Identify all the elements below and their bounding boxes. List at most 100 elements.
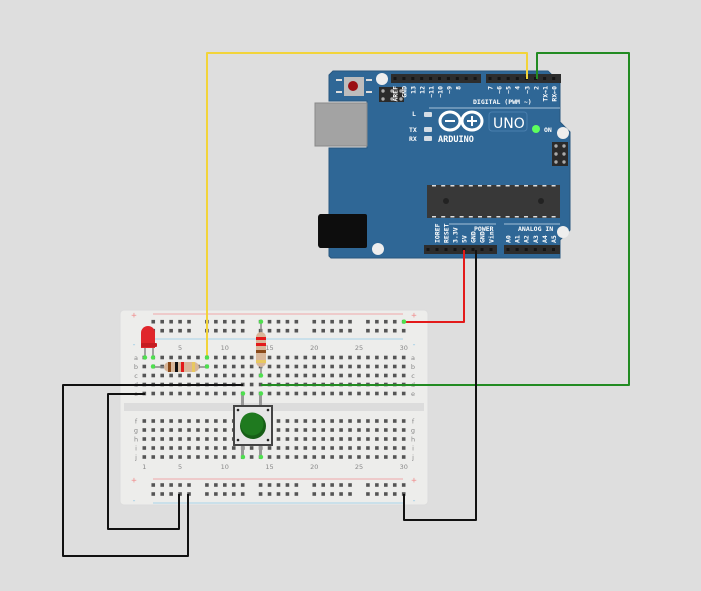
breadboard-hole[interactable]: [178, 419, 182, 423]
header-pin[interactable]: [497, 77, 501, 80]
breadboard-hole[interactable]: [205, 373, 209, 378]
breadboard-hole[interactable]: [294, 455, 299, 459]
breadboard-hole[interactable]: [401, 437, 406, 441]
breadboard-hole[interactable]: [339, 428, 343, 432]
breadboard-hole[interactable]: [312, 455, 317, 459]
breadboard-hole[interactable]: [401, 419, 406, 423]
breadboard-hole[interactable]: [375, 455, 379, 459]
breadboard-hole[interactable]: [231, 355, 236, 360]
header-pin[interactable]: [552, 77, 556, 80]
power-rail-hole[interactable]: [151, 483, 156, 487]
header-pin[interactable]: [420, 77, 424, 80]
breadboard-hole[interactable]: [303, 455, 308, 459]
breadboard-hole[interactable]: [348, 355, 352, 360]
breadboard-hole[interactable]: [294, 428, 299, 432]
power-rail-hole[interactable]: [214, 319, 218, 324]
power-rail-hole[interactable]: [151, 319, 156, 324]
power-rail-hole[interactable]: [267, 492, 272, 496]
breadboard-hole[interactable]: [267, 455, 272, 459]
breadboard-hole[interactable]: [348, 391, 352, 396]
header-pin[interactable]: [411, 77, 415, 80]
breadboard-hole[interactable]: [285, 428, 290, 432]
power-rail-hole[interactable]: [366, 492, 370, 496]
power-rail-hole[interactable]: [321, 492, 325, 496]
breadboard-hole[interactable]: [392, 373, 397, 378]
power-rail-hole[interactable]: [187, 328, 191, 333]
breadboard-hole[interactable]: [330, 391, 334, 396]
breadboard-hole[interactable]: [187, 355, 191, 360]
power-rail-hole[interactable]: [178, 483, 182, 487]
breadboard-hole[interactable]: [348, 364, 352, 369]
breadboard-hole[interactable]: [169, 373, 173, 378]
breadboard-hole[interactable]: [294, 446, 299, 450]
breadboard-hole[interactable]: [294, 373, 299, 378]
power-rail-hole[interactable]: [240, 483, 245, 487]
power-rail-hole[interactable]: [276, 328, 281, 333]
power-rail-hole[interactable]: [339, 328, 343, 333]
breadboard-hole[interactable]: [339, 373, 343, 378]
power-rail-hole[interactable]: [348, 492, 352, 496]
power-rail-hole[interactable]: [160, 319, 164, 324]
breadboard-hole[interactable]: [214, 437, 218, 441]
breadboard-hole[interactable]: [357, 455, 361, 459]
breadboard-hole[interactable]: [142, 419, 147, 423]
power-rail-hole[interactable]: [285, 483, 290, 487]
breadboard-hole[interactable]: [160, 373, 164, 378]
power-rail-hole[interactable]: [223, 492, 227, 496]
breadboard-hole[interactable]: [276, 428, 281, 432]
power-rail-hole[interactable]: [384, 492, 388, 496]
breadboard-hole[interactable]: [312, 355, 317, 360]
power-rail-hole[interactable]: [205, 492, 209, 496]
breadboard-hole[interactable]: [223, 455, 227, 459]
breadboard-hole[interactable]: [339, 391, 343, 396]
breadboard-hole[interactable]: [303, 364, 308, 369]
header-pin[interactable]: [453, 248, 457, 251]
breadboard-hole[interactable]: [187, 446, 191, 450]
breadboard-hole[interactable]: [401, 373, 406, 378]
breadboard-hole[interactable]: [348, 419, 352, 423]
breadboard-hole[interactable]: [366, 437, 370, 441]
header-pin[interactable]: [480, 248, 484, 251]
breadboard-hole[interactable]: [285, 373, 290, 378]
header-pin[interactable]: [471, 248, 475, 251]
breadboard-hole[interactable]: [375, 437, 379, 441]
breadboard-hole[interactable]: [178, 391, 182, 396]
breadboard-hole[interactable]: [196, 428, 200, 432]
breadboard-hole[interactable]: [357, 419, 361, 423]
power-rail-hole[interactable]: [392, 483, 397, 487]
power-rail-hole[interactable]: [375, 492, 379, 496]
power-rail-hole[interactable]: [160, 483, 164, 487]
resistor-pullup[interactable]: [256, 322, 266, 376]
breadboard-hole[interactable]: [160, 355, 164, 360]
breadboard-hole[interactable]: [187, 428, 191, 432]
breadboard-hole[interactable]: [205, 419, 209, 423]
breadboard-hole[interactable]: [401, 428, 406, 432]
power-rail-hole[interactable]: [285, 328, 290, 333]
breadboard-hole[interactable]: [392, 419, 397, 423]
breadboard-hole[interactable]: [267, 446, 272, 450]
breadboard-hole[interactable]: [401, 455, 406, 459]
breadboard-hole[interactable]: [375, 446, 379, 450]
breadboard-hole[interactable]: [392, 391, 397, 396]
breadboard-hole[interactable]: [276, 455, 281, 459]
power-rail-hole[interactable]: [214, 492, 218, 496]
power-rail-hole[interactable]: [240, 328, 245, 333]
breadboard-hole[interactable]: [151, 373, 156, 378]
breadboard-hole[interactable]: [294, 355, 299, 360]
breadboard-hole[interactable]: [348, 446, 352, 450]
breadboard-hole[interactable]: [384, 455, 388, 459]
breadboard-hole[interactable]: [330, 355, 334, 360]
breadboard-hole[interactable]: [392, 437, 397, 441]
breadboard-hole[interactable]: [330, 428, 334, 432]
power-rail-hole[interactable]: [214, 483, 218, 487]
breadboard-hole[interactable]: [142, 446, 147, 450]
power-rail-hole[interactable]: [267, 328, 272, 333]
breadboard-hole[interactable]: [267, 391, 272, 396]
breadboard-hole[interactable]: [276, 437, 281, 441]
power-rail-hole[interactable]: [375, 483, 379, 487]
power-rail-hole[interactable]: [258, 483, 263, 487]
power-rail-hole[interactable]: [294, 483, 299, 487]
breadboard-hole[interactable]: [276, 355, 281, 360]
